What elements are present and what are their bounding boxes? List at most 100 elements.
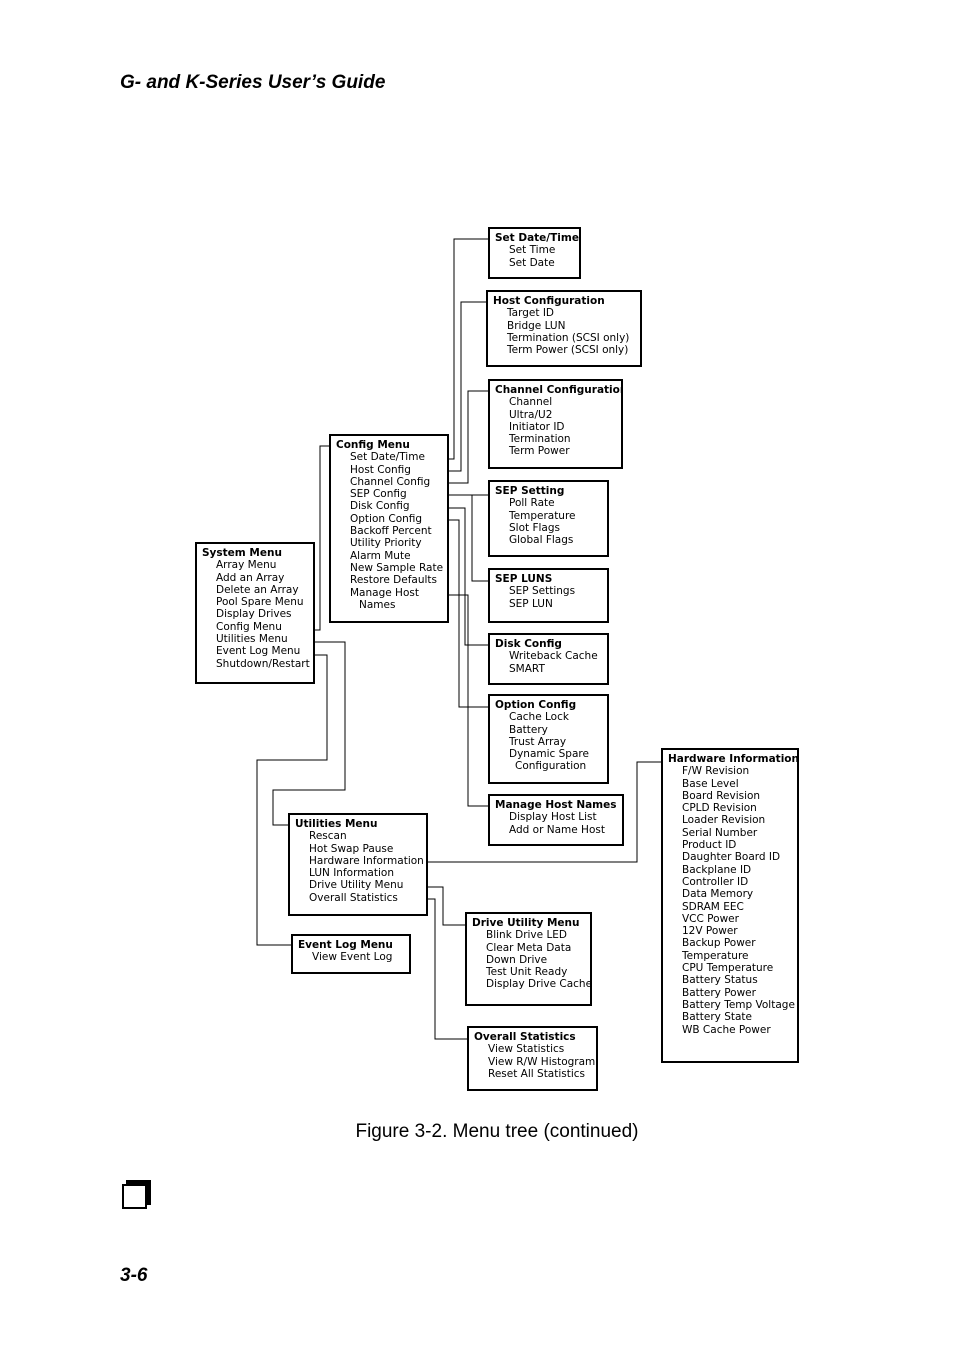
menu-item: Utility Priority <box>350 537 422 550</box>
menu-item: Writeback Cache <box>509 650 598 663</box>
menu-item: Poll Rate <box>509 497 555 510</box>
menu-item: View R/W Histogram <box>488 1055 596 1068</box>
menu-item: View Statistics <box>488 1043 565 1056</box>
menu-item: Alarm Mute <box>350 549 411 562</box>
menu-item: Loader Revision <box>682 814 766 827</box>
menu-item: Daughter Board ID <box>682 851 781 864</box>
menu-item: 12V Power <box>682 925 738 938</box>
menu-item: Serial Number <box>682 826 758 839</box>
menu-item: Test Unit Ready <box>486 966 568 979</box>
disk-config-box: Disk Config Writeback Cache SMART <box>488 633 609 685</box>
menu-item: Initiator ID <box>509 420 565 433</box>
menu-item: Hot Swap Pause <box>309 842 394 855</box>
menu-item: Array Menu <box>216 559 277 572</box>
box-title: SEP LUNS <box>495 573 553 585</box>
menu-item: Battery Temp Voltage <box>682 998 795 1011</box>
menu-item: Down Drive <box>486 953 548 966</box>
menu-item: Dynamic Spare <box>509 748 589 761</box>
box-title: Event Log Menu <box>298 939 393 951</box>
box-title: Hardware Information <box>668 753 799 765</box>
page-header: G- and K-Series User’s Guide <box>120 72 386 93</box>
menu-item: SMART <box>509 662 545 675</box>
menu-item: SEP LUN <box>509 597 553 610</box>
menu-item: Target ID <box>507 307 555 320</box>
drive-utility-menu-box: Drive Utility Menu Blink Drive LED Clear… <box>465 912 592 1006</box>
menu-item: Manage Host <box>350 586 419 599</box>
menu-item: Term Power (SCSI only) <box>507 344 629 357</box>
menu-item: CPU Temperature <box>682 962 774 975</box>
menu-item: Add an Array <box>216 571 285 584</box>
menu-item: Base Level <box>682 777 739 790</box>
menu-item: Temperature <box>509 509 576 522</box>
menu-item: New Sample Rate <box>350 561 444 574</box>
menu-item: Board Revision <box>682 789 761 802</box>
event-log-menu-box: Event Log Menu View Event Log <box>291 934 411 974</box>
box-title: Channel Configuration <box>495 384 623 396</box>
config-menu-box: Config Menu Set Date/Time Host Config Ch… <box>329 434 449 623</box>
menu-item: Host Config <box>350 463 411 476</box>
menu-item: Product ID <box>682 839 737 852</box>
system-menu-box: System Menu Array Menu Add an Array Dele… <box>195 542 315 684</box>
menu-item: Display Host List <box>509 811 597 824</box>
menu-item: Configuration <box>515 760 587 773</box>
set-date-time-box: Set Date/Time Set Time Set Date <box>488 227 581 279</box>
sep-luns-box: SEP LUNS SEP Settings SEP LUN <box>488 568 609 623</box>
menu-item: Controller ID <box>682 875 749 888</box>
box-title: Disk Config <box>495 638 562 650</box>
menu-item: SEP Settings <box>509 585 576 598</box>
menu-item: Channel Config <box>350 475 431 488</box>
host-configuration-box: Host Configuration Target ID Bridge LUN … <box>486 290 642 367</box>
menu-item: Global Flags <box>509 534 574 547</box>
menu-item: Set Time <box>509 244 556 257</box>
menu-item: Temperature <box>682 949 749 962</box>
sep-setting-box: SEP Setting Poll Rate Temperature Slot F… <box>488 480 609 557</box>
option-config-box: Option Config Cache Lock Battery Trust A… <box>488 694 609 784</box>
menu-item: Display Drive Cache <box>486 978 592 991</box>
menu-item: SDRAM EEC <box>682 900 744 913</box>
menu-item: Config Menu <box>216 620 282 633</box>
menu-item: Data Memory <box>682 888 754 901</box>
menu-item: Ultra/U2 <box>509 408 553 421</box>
menu-item: SEP Config <box>350 488 407 501</box>
menu-item: Battery State <box>682 1011 752 1024</box>
menu-item: Pool Spare Menu <box>216 596 304 609</box>
menu-item: Term Power <box>509 445 570 458</box>
menu-item: Names <box>359 598 396 611</box>
menu-item: VCC Power <box>682 912 739 925</box>
menu-item: Delete an Array <box>216 583 299 596</box>
menu-item: View Event Log <box>312 951 393 964</box>
menu-item: Overall Statistics <box>309 891 398 904</box>
menu-item: Channel <box>509 396 553 409</box>
menu-item: Slot Flags <box>509 521 560 534</box>
utilities-menu-box: Utilities Menu Rescan Hot Swap Pause Har… <box>288 813 428 916</box>
menu-item: Option Config <box>350 512 423 525</box>
menu-item: Reset All Statistics <box>488 1067 586 1080</box>
box-title: Manage Host Names <box>495 799 617 811</box>
box-title: Utilities Menu <box>295 818 378 830</box>
box-title: Set Date/Time <box>495 232 579 244</box>
menu-item: WB Cache Power <box>682 1023 771 1036</box>
menu-item: Termination (SCSI only) <box>507 331 630 344</box>
box-title: Host Configuration <box>493 295 605 307</box>
channel-configuration-box: Channel Configuration Channel Ultra/U2 I… <box>488 379 623 469</box>
page-number: 3-6 <box>120 1265 148 1286</box>
menu-item: Battery Status <box>682 974 758 987</box>
box-title: SEP Setting <box>495 485 565 497</box>
menu-item: Blink Drive LED <box>486 929 568 942</box>
menu-item: Set Date <box>509 256 555 269</box>
menu-item: Drive Utility Menu <box>309 879 404 892</box>
menu-item: Add or Name Host <box>509 823 605 836</box>
menu-item: Rescan <box>309 830 347 843</box>
menu-item: Battery <box>509 723 548 736</box>
menu-item: Hardware Information <box>309 854 424 867</box>
menu-item: LUN Information <box>309 867 394 880</box>
menu-item: Utilities Menu <box>216 633 288 646</box>
menu-item: Disk Config <box>350 500 410 513</box>
box-title: Overall Statistics <box>474 1031 576 1043</box>
menu-item: F/W Revision <box>682 765 750 778</box>
menu-item: CPLD Revision <box>682 802 757 815</box>
menu-item: Backup Power <box>682 937 756 950</box>
box-title: System Menu <box>202 547 282 559</box>
box-title: Option Config <box>495 699 577 711</box>
